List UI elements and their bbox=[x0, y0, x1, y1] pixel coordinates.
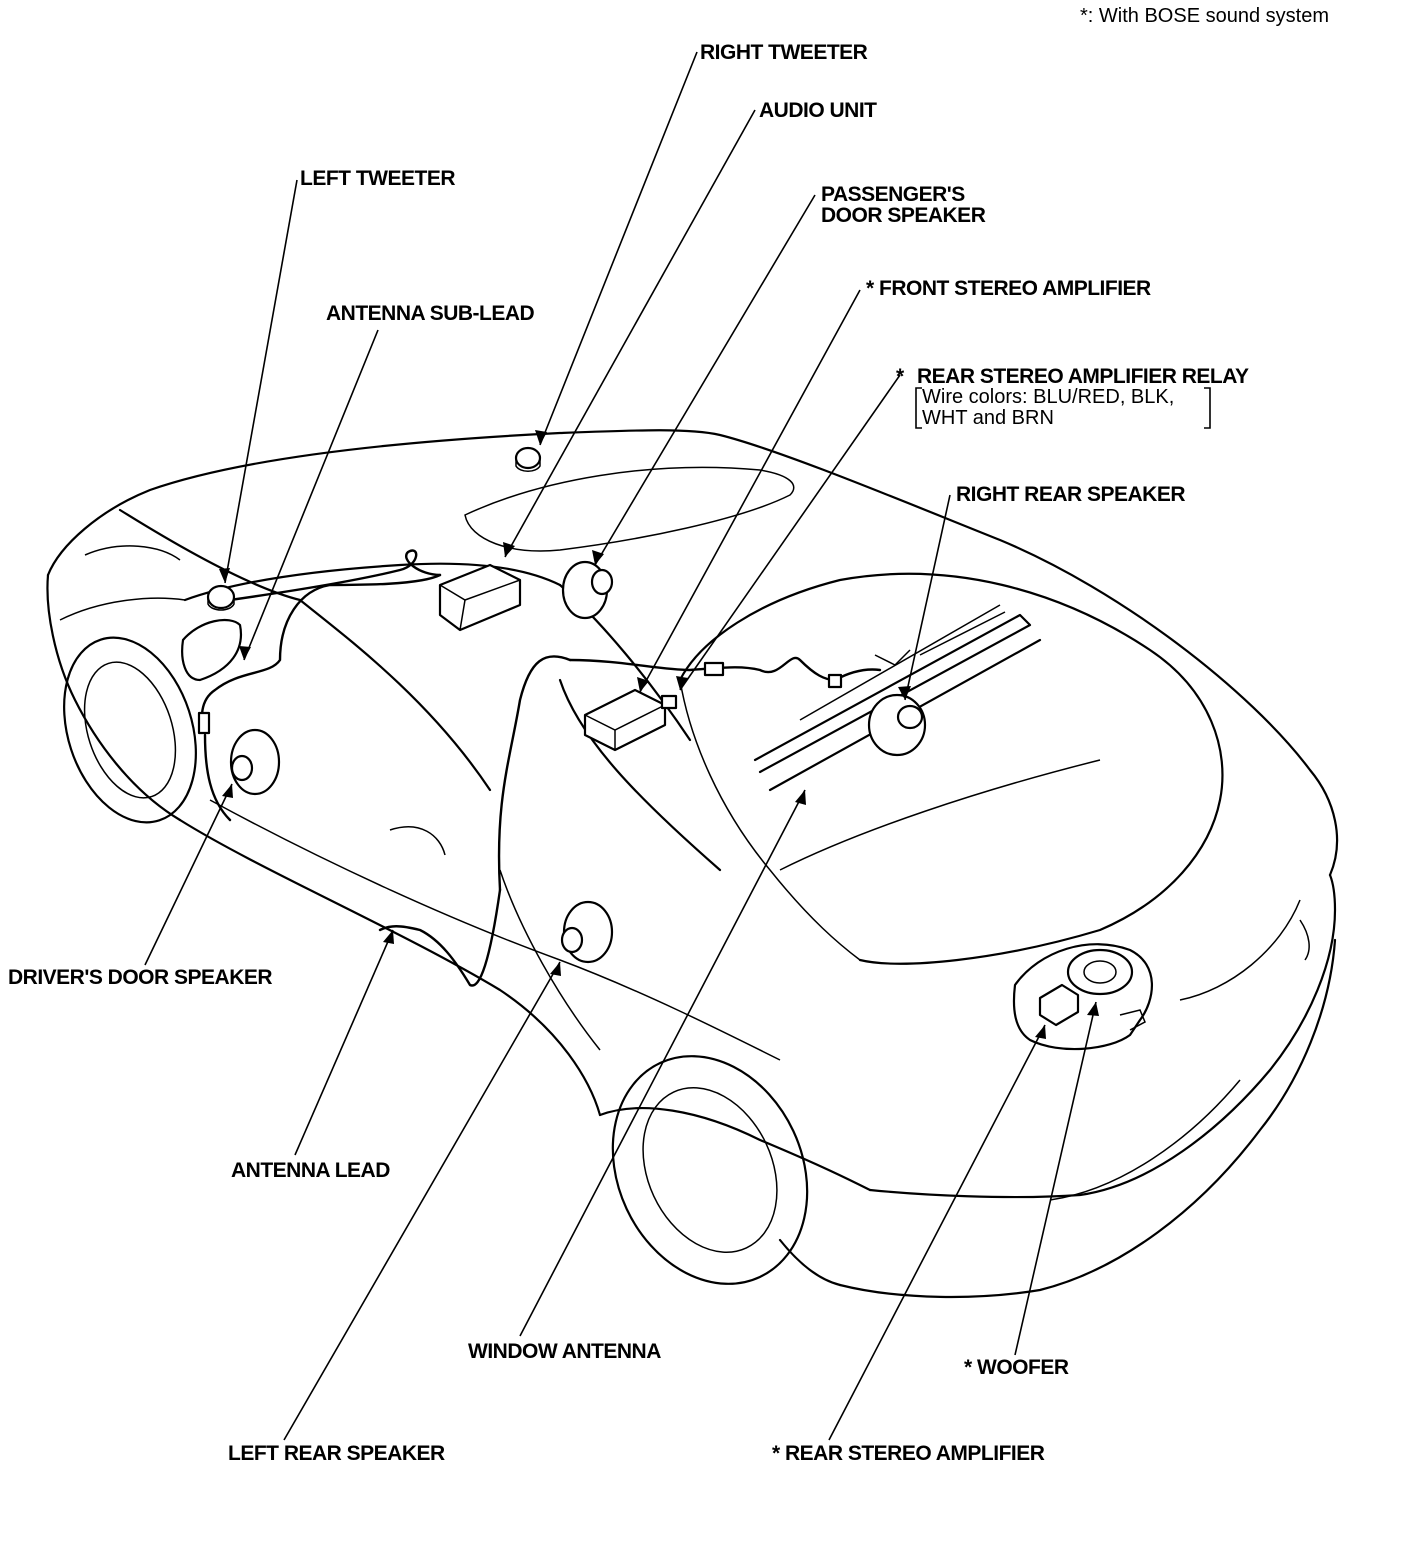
rear-wheel bbox=[611, 1055, 809, 1285]
headlight bbox=[181, 618, 243, 682]
label-front-stereo-amplifier: * FRONT STEREO AMPLIFIER bbox=[866, 277, 1151, 300]
label-woofer: * WOOFER bbox=[964, 1356, 1069, 1379]
label-window-antenna: WINDOW ANTENNA bbox=[468, 1340, 661, 1363]
front-stereo-amplifier-component bbox=[583, 688, 678, 752]
car-body bbox=[46, 429, 1339, 1299]
woofer-enclosure-component bbox=[1012, 943, 1153, 1051]
bose-footnote: *: With BOSE sound system bbox=[1080, 5, 1329, 27]
label-rear-amp-relay-star: * bbox=[896, 365, 904, 388]
label-relay-wire-colors-line1: Wire colors: BLU/RED, BLK, bbox=[922, 386, 1175, 408]
label-right-rear-speaker: RIGHT REAR SPEAKER bbox=[956, 483, 1186, 506]
wire-colors-bracket bbox=[915, 387, 1211, 429]
left-tweeter-component bbox=[206, 584, 236, 611]
label-passenger-door-speaker-line2: DOOR SPEAKER bbox=[821, 204, 986, 227]
audio-wiring bbox=[197, 549, 882, 987]
label-rear-stereo-amplifier: * REAR STEREO AMPLIFIER bbox=[772, 1442, 1045, 1465]
label-passenger-door-speaker-line1: PASSENGER'S bbox=[821, 183, 965, 206]
right-rear-speaker-component bbox=[867, 693, 927, 757]
passenger-door-speaker-component bbox=[561, 560, 614, 620]
left-rear-speaker-component bbox=[560, 900, 614, 964]
label-left-tweeter: LEFT TWEETER bbox=[300, 167, 456, 190]
leader-lines bbox=[144, 51, 1097, 1441]
arrowheads bbox=[219, 430, 1099, 1039]
label-right-tweeter: RIGHT TWEETER bbox=[700, 41, 868, 64]
front-wheel bbox=[63, 636, 197, 824]
label-rear-stereo-amplifier-relay: REAR STEREO AMPLIFIER RELAY bbox=[917, 365, 1249, 388]
audio-unit-component bbox=[438, 563, 522, 632]
label-antenna-lead: ANTENNA LEAD bbox=[231, 1159, 390, 1182]
right-tweeter-component bbox=[514, 446, 542, 472]
drivers-door-speaker-component bbox=[229, 728, 281, 796]
label-left-rear-speaker: LEFT REAR SPEAKER bbox=[228, 1442, 445, 1465]
label-audio-unit: AUDIO UNIT bbox=[759, 99, 877, 122]
label-drivers-door-speaker: DRIVER'S DOOR SPEAKER bbox=[8, 966, 273, 989]
label-relay-wire-colors-line2: WHT and BRN bbox=[922, 407, 1054, 429]
label-antenna-sub-lead: ANTENNA SUB-LEAD bbox=[326, 302, 535, 325]
